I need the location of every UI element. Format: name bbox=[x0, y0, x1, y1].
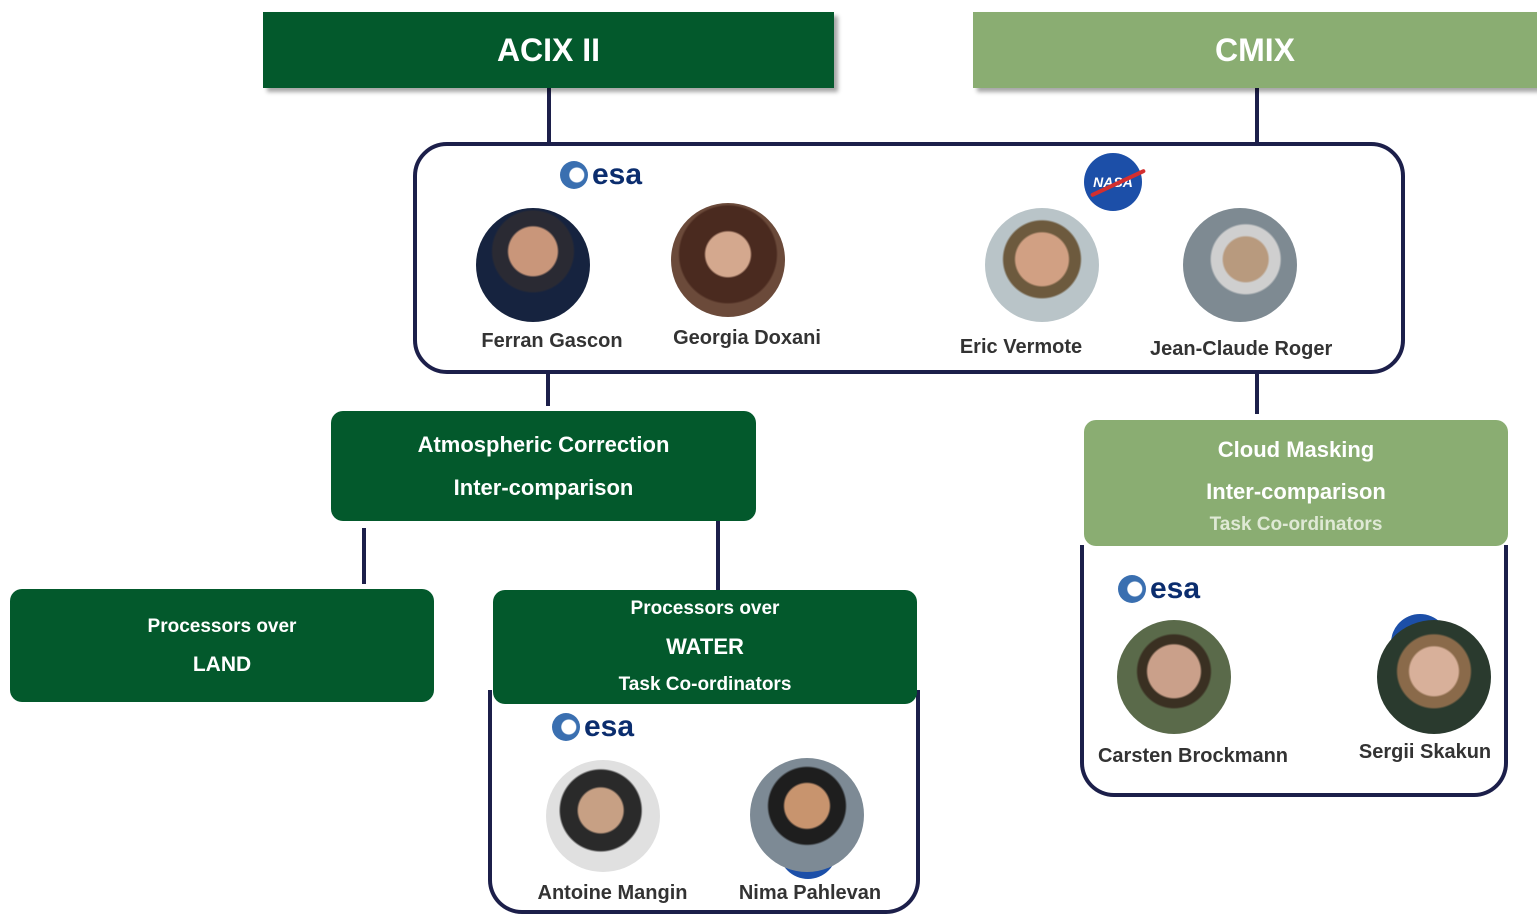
cmix-header-label: CMIX bbox=[1215, 31, 1295, 68]
name-jean-claude: Jean-Claude Roger bbox=[1150, 338, 1333, 360]
cm-subtitle: Inter-comparison bbox=[1206, 479, 1386, 504]
ac-subtitle: Inter-comparison bbox=[453, 475, 634, 500]
esa-logo-water: esa bbox=[552, 710, 634, 744]
acix-header-label: ACIX II bbox=[496, 31, 601, 68]
cloud-masking-box: Cloud Masking Inter-comparison Task Co-o… bbox=[1084, 420, 1508, 546]
acix-header: ACIX II bbox=[263, 12, 834, 88]
esa-emblem-icon bbox=[552, 713, 580, 741]
connector-ac-water bbox=[716, 520, 720, 596]
processors-land-box: Processors over LAND bbox=[10, 589, 434, 702]
atmospheric-correction-box: Atmospheric Correction Inter-comparison bbox=[331, 411, 756, 521]
land-line1: Processors over bbox=[147, 615, 297, 637]
avatar-ferran bbox=[476, 208, 590, 322]
avatar-jean-claude bbox=[1183, 208, 1297, 322]
name-nima: Nima Pahlevan bbox=[738, 882, 882, 904]
esa-emblem-icon bbox=[560, 161, 588, 189]
name-carsten: Carsten Brockmann bbox=[1097, 745, 1289, 767]
avatar-eric bbox=[985, 208, 1099, 322]
nasa-logo: NASA bbox=[1084, 153, 1147, 211]
ac-title: Atmospheric Correction bbox=[417, 432, 670, 457]
cloud-masking-panel bbox=[1080, 545, 1508, 797]
cm-title: Cloud Masking bbox=[1217, 437, 1375, 462]
connector-acix-panel bbox=[547, 88, 551, 144]
cmix-header: CMIX bbox=[973, 12, 1537, 88]
avatar-carsten bbox=[1117, 620, 1231, 734]
esa-logo: esa bbox=[560, 158, 642, 192]
name-eric: Eric Vermote bbox=[959, 336, 1083, 358]
processors-water-box: Processors over WATER Task Co-ordinators bbox=[493, 590, 917, 704]
name-georgia: Georgia Doxani bbox=[673, 327, 821, 349]
water-line2: WATER bbox=[666, 634, 744, 659]
avatar-sergii bbox=[1377, 620, 1491, 734]
esa-logo-cm: esa bbox=[1118, 572, 1200, 606]
avatar-nima bbox=[750, 758, 864, 872]
connector-panel-ac bbox=[546, 372, 550, 406]
name-antoine: Antoine Mangin bbox=[537, 882, 688, 904]
avatar-antoine bbox=[546, 760, 660, 872]
connector-ac-land bbox=[362, 528, 366, 584]
name-ferran: Ferran Gascon bbox=[481, 330, 623, 352]
esa-emblem-icon bbox=[1118, 575, 1146, 603]
water-panel bbox=[488, 690, 920, 914]
connector-panel-cm bbox=[1255, 372, 1259, 414]
cm-task-coordinators: Task Co-ordinators bbox=[1209, 514, 1383, 535]
land-line2: LAND bbox=[192, 652, 252, 676]
water-line1: Processors over bbox=[630, 598, 780, 619]
name-sergii: Sergii Skakun bbox=[1358, 741, 1492, 763]
connector-cmix-panel bbox=[1255, 88, 1259, 144]
water-line3: Task Co-ordinators bbox=[618, 674, 792, 695]
avatar-georgia bbox=[671, 203, 785, 317]
coordinators-panel bbox=[413, 142, 1405, 374]
